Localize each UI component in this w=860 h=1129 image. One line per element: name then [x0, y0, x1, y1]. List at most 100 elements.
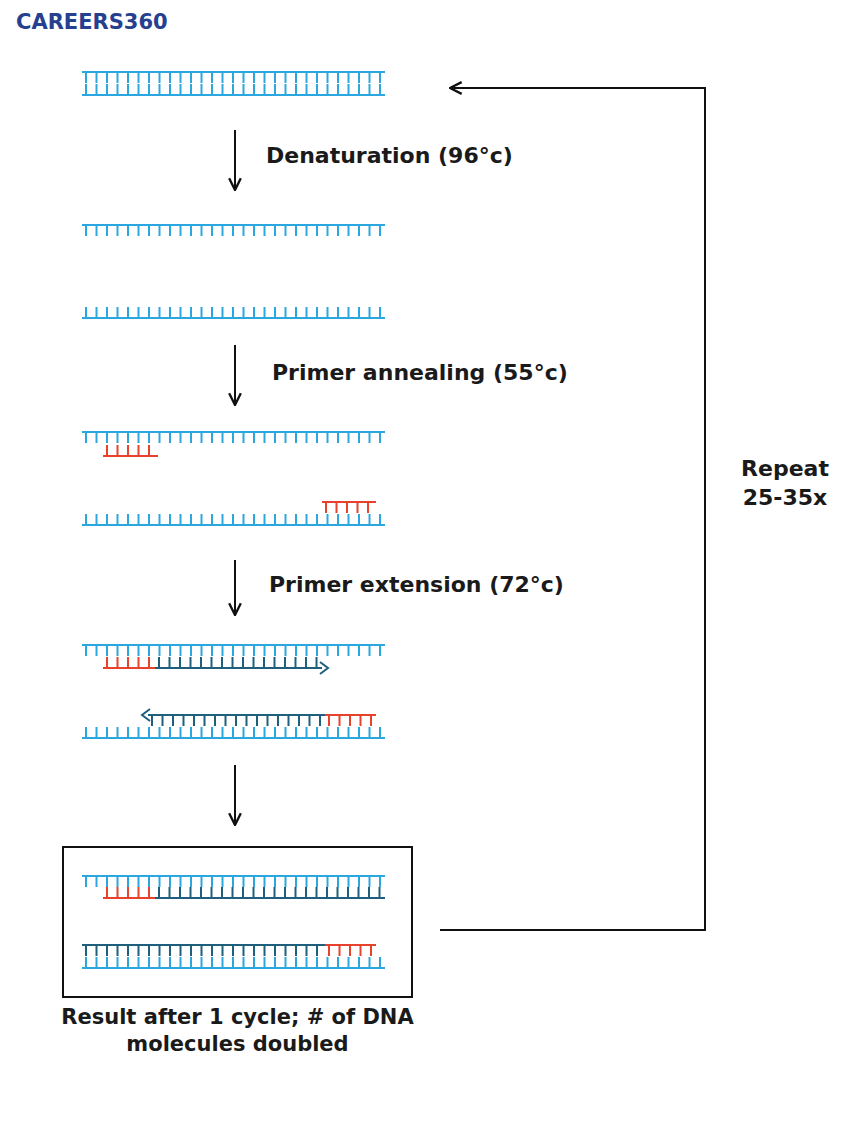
strand-stroke	[148, 445, 150, 456]
strand-stroke	[162, 715, 164, 726]
strand-stroke	[379, 84, 381, 95]
strand-stroke	[169, 432, 171, 443]
strand-stroke	[169, 514, 171, 525]
strand-stroke	[127, 84, 129, 95]
strand-stroke	[316, 876, 318, 887]
strand-stroke	[148, 945, 150, 956]
strand-stroke	[316, 225, 318, 236]
strand-stroke	[253, 727, 255, 738]
strand-stroke	[127, 225, 129, 236]
strand-stroke	[211, 432, 213, 443]
strand-stroke	[190, 225, 192, 236]
strand-stroke	[222, 84, 224, 95]
strand-stroke	[180, 727, 182, 738]
strand-stroke	[204, 715, 206, 726]
strand-stroke	[316, 514, 318, 525]
strand-stroke	[246, 715, 248, 726]
strand-stroke	[106, 514, 108, 525]
strand-stroke	[285, 945, 287, 956]
strand-stroke	[367, 502, 369, 513]
strand-stroke	[337, 307, 339, 318]
strand-stroke	[306, 307, 308, 318]
strand-stroke	[243, 727, 245, 738]
strand-stroke	[85, 876, 87, 887]
strand-stroke	[138, 84, 140, 95]
strand-stroke	[316, 432, 318, 443]
strand-stroke	[232, 84, 234, 95]
strand-stroke	[148, 876, 150, 887]
strand-stroke	[159, 225, 161, 236]
strand-stroke	[211, 727, 213, 738]
strand-stroke	[337, 225, 339, 236]
arrowhead	[142, 709, 150, 721]
strand-stroke	[316, 84, 318, 95]
strand-stroke	[253, 514, 255, 525]
strand-stroke	[337, 72, 339, 83]
strand-stroke	[127, 957, 129, 968]
strand-stroke	[211, 887, 213, 898]
strand-stroke	[148, 72, 150, 83]
strand-stroke	[316, 657, 318, 668]
strand-stroke	[349, 715, 351, 726]
strand-stroke	[127, 645, 129, 656]
strand-stroke	[306, 876, 308, 887]
strand-stroke	[201, 727, 203, 738]
strand-stroke	[159, 945, 161, 956]
strand-stroke	[253, 307, 255, 318]
strand-stroke	[127, 432, 129, 443]
strand-stroke	[96, 945, 98, 956]
strand-stroke	[284, 887, 286, 898]
strand-stroke	[96, 957, 98, 968]
strand-stroke	[295, 876, 297, 887]
strand-stroke	[267, 715, 269, 726]
strand-stroke	[138, 307, 140, 318]
strand-stroke	[117, 945, 119, 956]
strand-stroke	[117, 72, 119, 83]
strand-stroke	[256, 715, 258, 726]
strand-stroke	[180, 645, 182, 656]
strand-stroke	[253, 225, 255, 236]
strand-stroke	[274, 432, 276, 443]
strand-stroke	[127, 657, 129, 668]
strand-stroke	[169, 727, 171, 738]
strand-stroke	[379, 727, 381, 738]
step-label: Denaturation (96°c)	[266, 143, 513, 168]
strand-stroke	[148, 514, 150, 525]
strand-stroke	[379, 225, 381, 236]
strand-stroke	[117, 514, 119, 525]
strand-stroke	[264, 727, 266, 738]
strand-stroke	[358, 225, 360, 236]
strand-stroke	[337, 645, 339, 656]
strand-stroke	[285, 72, 287, 83]
strand-stroke	[138, 657, 140, 668]
strand-stroke	[232, 657, 234, 668]
strand-stroke	[349, 945, 351, 956]
strand-stroke	[180, 84, 182, 95]
strand-stroke	[370, 945, 372, 956]
step-label: Primer annealing (55°c)	[272, 360, 568, 385]
strand-stroke	[159, 876, 161, 887]
strand-stroke	[369, 645, 371, 656]
strand-stroke	[169, 876, 171, 887]
strand-stroke	[327, 84, 329, 95]
strand-stroke	[253, 645, 255, 656]
strand-stroke	[306, 514, 308, 525]
strand-stroke	[232, 645, 234, 656]
strand-stroke	[306, 945, 308, 956]
strand-stroke	[85, 514, 87, 525]
strand-stroke	[370, 715, 372, 726]
strand-stroke	[148, 887, 150, 898]
strand-stroke	[232, 957, 234, 968]
strand-stroke	[85, 72, 87, 83]
strand-stroke	[190, 307, 192, 318]
strand-stroke	[285, 307, 287, 318]
strand-stroke	[169, 307, 171, 318]
strand-stroke	[306, 72, 308, 83]
strand-stroke	[190, 727, 192, 738]
strand-stroke	[253, 957, 255, 968]
strand-stroke	[253, 876, 255, 887]
strand-stroke	[148, 727, 150, 738]
strand-stroke	[232, 876, 234, 887]
strand-stroke	[127, 945, 129, 956]
strand-stroke	[106, 887, 108, 898]
